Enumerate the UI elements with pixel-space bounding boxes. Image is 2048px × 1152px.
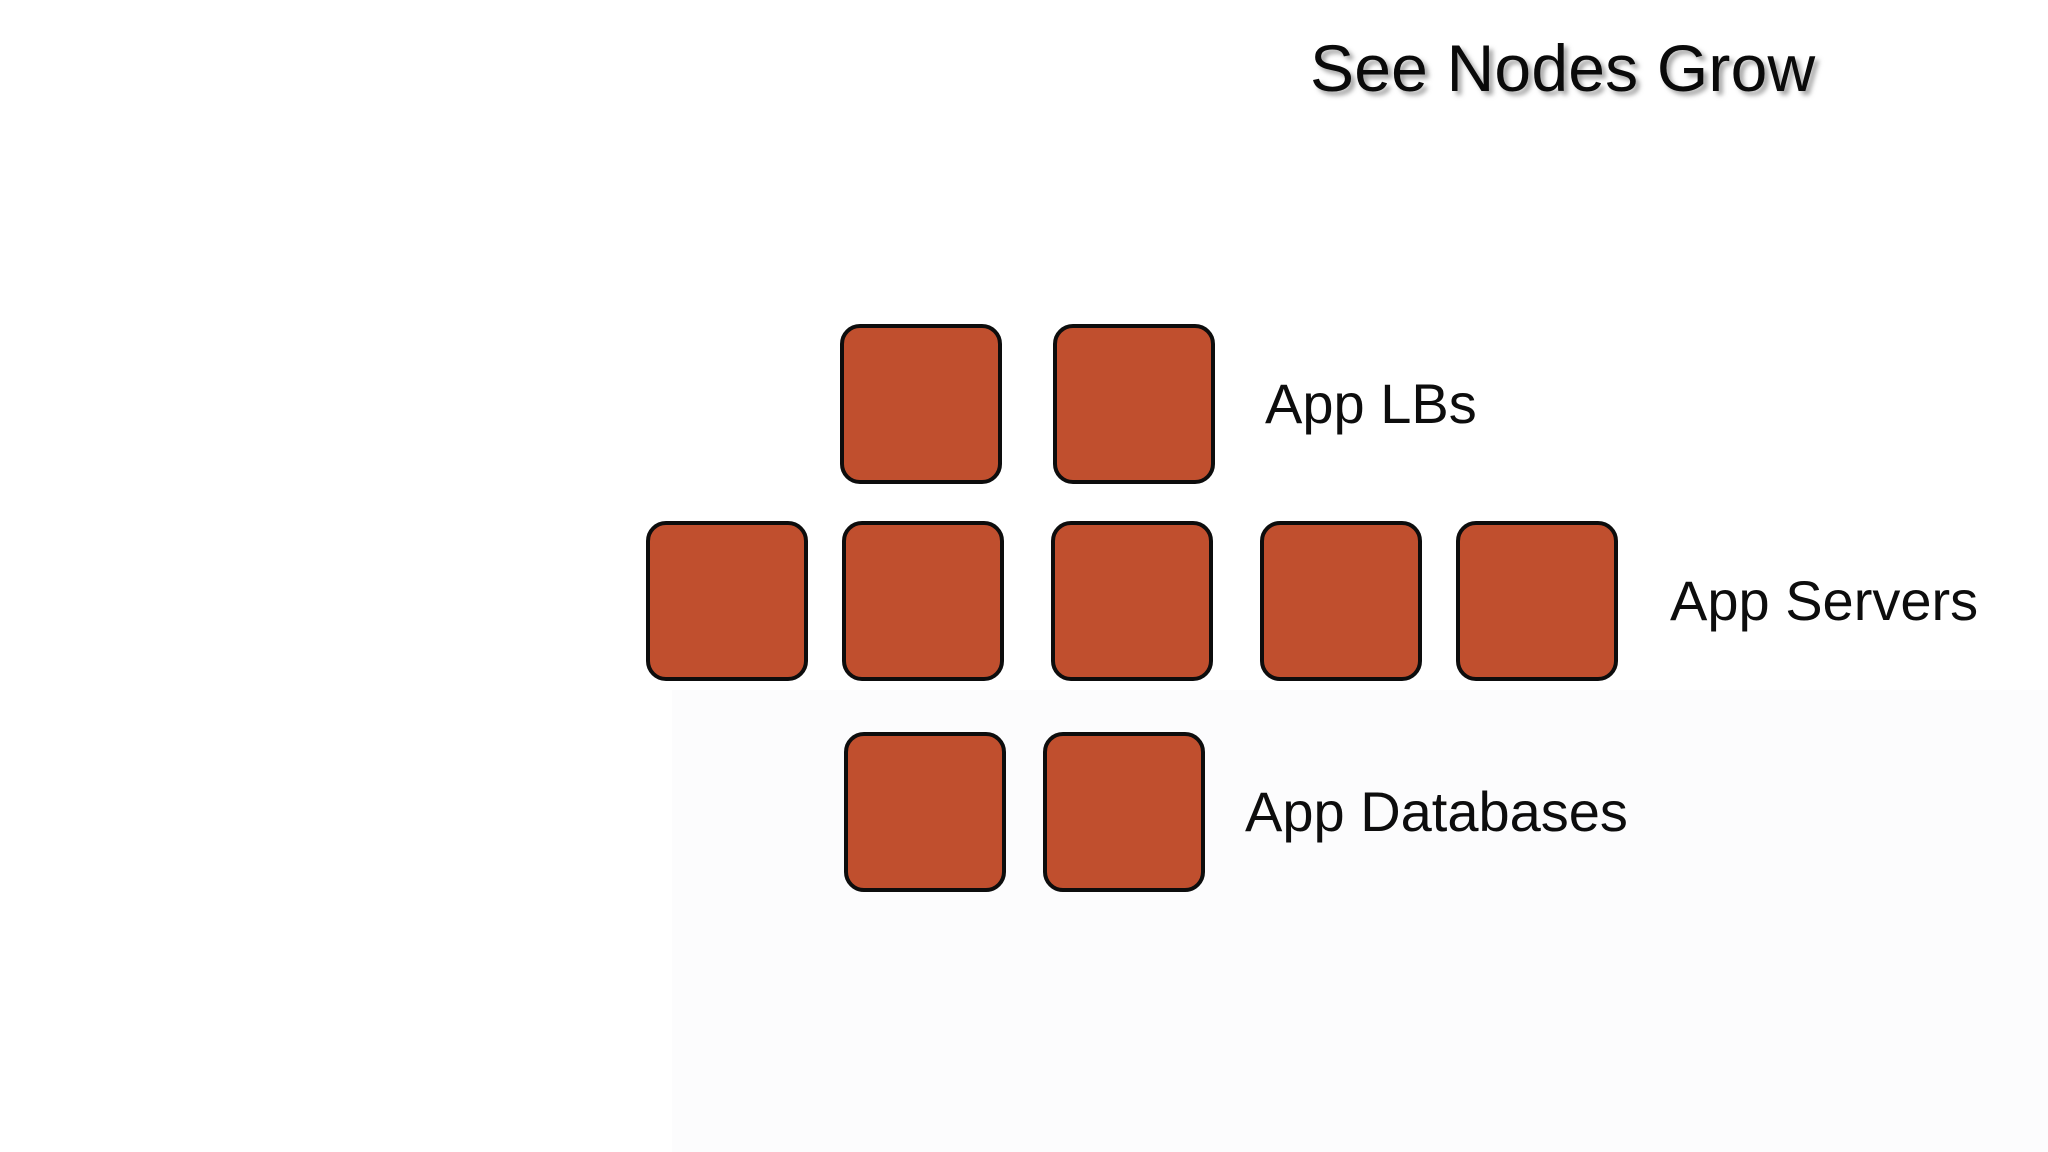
row-label-app-databases: App Databases: [1245, 780, 1628, 843]
app-server-node[interactable]: [1051, 521, 1213, 681]
app-database-node[interactable]: [844, 732, 1006, 892]
app-server-node[interactable]: [1260, 521, 1422, 681]
app-lb-node[interactable]: [840, 324, 1002, 484]
row-label-app-servers: App Servers: [1670, 569, 1979, 632]
app-lb-node[interactable]: [1053, 324, 1215, 484]
row-label-app-lbs: App LBs: [1265, 372, 1477, 435]
app-server-node[interactable]: [842, 521, 1004, 681]
app-server-node[interactable]: [1456, 521, 1618, 681]
app-server-node[interactable]: [646, 521, 808, 681]
node-row-app-databases: App Databases: [844, 732, 1628, 892]
page-title: See Nodes Grow: [1310, 31, 1816, 105]
node-row-app-lbs: App LBs: [840, 324, 1477, 484]
app-database-node[interactable]: [1043, 732, 1205, 892]
node-row-app-servers: App Servers: [646, 521, 1978, 681]
